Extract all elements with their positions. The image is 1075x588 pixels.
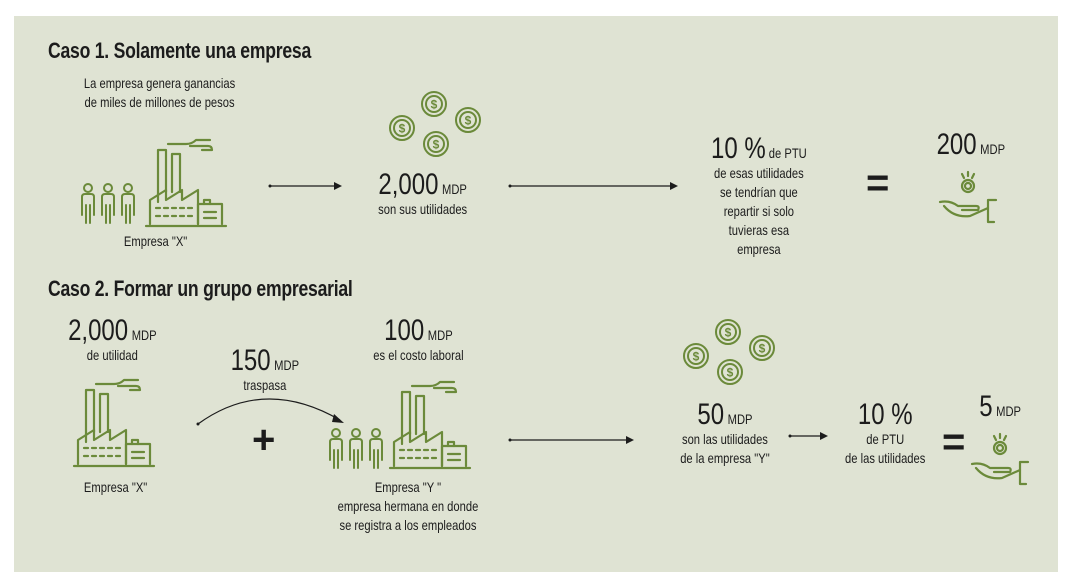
factory-icon xyxy=(144,138,228,228)
case1-ptu-value: 10 % xyxy=(711,132,766,165)
case2-profit-value: 2,000 xyxy=(67,314,128,347)
case2-ptu: 10 % de PTU de las utilidades xyxy=(844,398,926,467)
case1-profit-unit: MDP xyxy=(442,181,468,197)
case2-transfer-value: 150 xyxy=(230,344,271,377)
case2-company-y-label: Empresa "Y " empresa hermana en donde se… xyxy=(337,479,479,533)
curved-arrow-icon xyxy=(196,398,344,426)
case1-ptu: 10 % de PTU de esas utilidades se tendrí… xyxy=(711,132,807,258)
plus-sign: + xyxy=(252,418,276,462)
arrow-icon xyxy=(508,436,634,444)
factory-x-icon xyxy=(72,378,156,468)
employees-icon xyxy=(81,183,135,224)
case1-profit: 2,000 MDP son sus utilidades xyxy=(358,170,488,219)
case1-result-value: 200 xyxy=(936,128,977,161)
hand-coin-icon xyxy=(970,432,1030,486)
case2-labor-value: 100 xyxy=(383,314,424,347)
case2-ptu-value: 10 % xyxy=(857,398,913,431)
case1-result: 200 MDP xyxy=(936,128,1006,161)
employees-y-icon xyxy=(329,428,383,469)
case1-equals: = xyxy=(866,161,890,205)
case1-profit-value: 2,000 xyxy=(378,168,439,201)
case1-company-label: Empresa "X" xyxy=(124,233,188,249)
case2-y-profit-value: 50 xyxy=(697,398,725,431)
case2-transfer: 150 MDP traspasa xyxy=(230,344,300,394)
arrow-icon xyxy=(508,182,678,190)
case1-profit-caption: son sus utilidades xyxy=(378,201,468,217)
case1-title: Caso 1. Solamente una empresa xyxy=(48,38,312,63)
case2-labor: 100 MDP es el costo laboral xyxy=(372,314,464,364)
case2-result-value: 5 xyxy=(979,390,993,423)
case2-equals: = xyxy=(942,420,966,464)
case1-intro: La empresa genera ganancias de miles de … xyxy=(84,75,236,110)
case2-profit: 2,000 MDP de utilidad xyxy=(67,314,157,364)
money-coins-icon xyxy=(683,319,775,385)
arrow-icon xyxy=(268,182,342,190)
factory-y-icon xyxy=(388,380,472,470)
case2-result: 5 MDP xyxy=(979,390,1021,423)
hand-coin-icon xyxy=(938,170,998,224)
case2-title: Caso 2. Formar un grupo empresarial xyxy=(48,276,353,301)
arrow-icon xyxy=(788,432,828,440)
case2-company-x-label: Empresa "X" xyxy=(84,479,148,495)
infographic-panel xyxy=(14,16,1058,572)
case2-y-profit: 50 MDP son las utilidades de la empresa … xyxy=(680,398,770,467)
money-coins-icon xyxy=(389,91,481,157)
